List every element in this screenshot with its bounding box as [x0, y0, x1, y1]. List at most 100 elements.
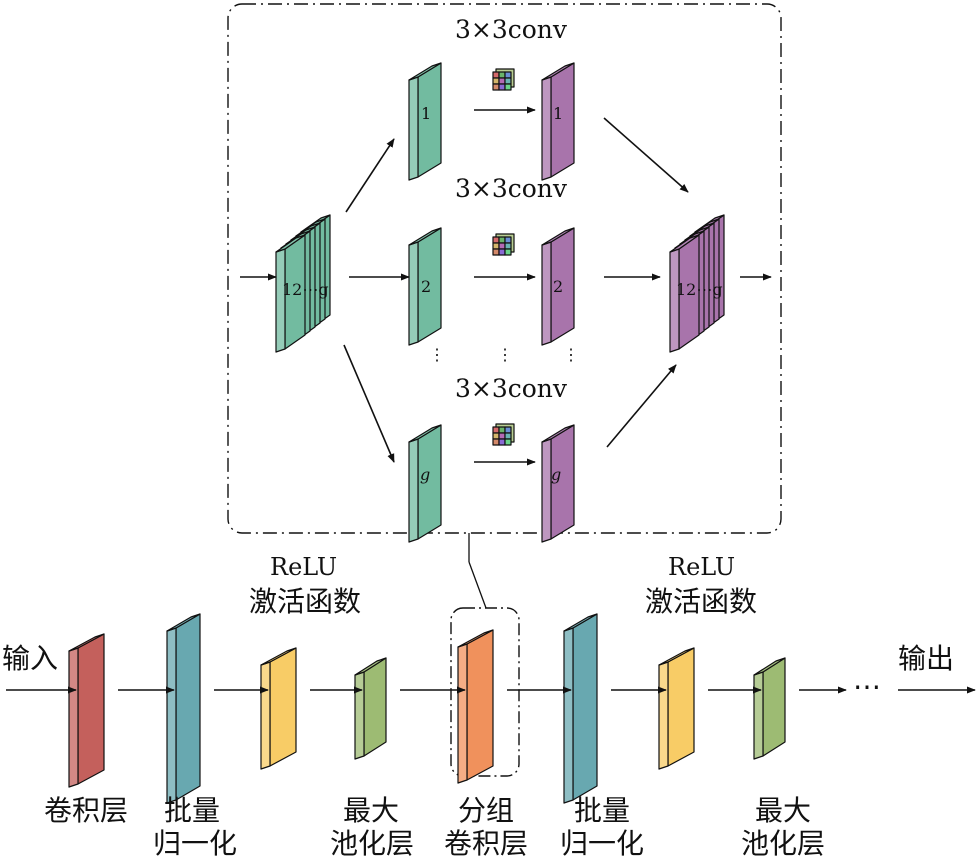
pipeline: 输入 输出 ⋯ 卷积层 批量 归一化 ReLU 激活函数 最大 池化层 — [2, 553, 976, 860]
slab-top-face — [541, 227, 575, 246]
slab-top-face — [753, 657, 786, 676]
kernel-cell — [492, 77, 500, 85]
kernel-cell — [498, 432, 506, 440]
slab-top-face — [68, 633, 105, 652]
slab-front-face — [667, 647, 695, 767]
slab-side-face — [658, 661, 669, 770]
arrow-stack-to-branch-g — [343, 344, 395, 463]
caption-relu-1-line2: 激活函数 — [249, 585, 361, 618]
kernel-cell — [492, 248, 500, 256]
slab-top-face — [408, 227, 442, 246]
slab-front-face — [77, 633, 105, 785]
slab-top-face — [541, 424, 575, 443]
output-feature-stack — [669, 214, 725, 353]
kernel-cell — [504, 77, 512, 85]
batch-norm-layer-1 — [166, 613, 201, 804]
relu-layer-2 — [658, 647, 695, 770]
slab-side-face — [541, 438, 552, 543]
kernel-cell — [504, 426, 512, 434]
slab-front-face — [363, 657, 387, 757]
branch-2-out-label: 2 — [553, 277, 563, 296]
connector-diagonal — [468, 561, 487, 609]
kernel-cell — [504, 242, 512, 250]
input-label: 输入 — [2, 642, 58, 675]
slab-top-face — [658, 647, 695, 666]
kernel-cell — [504, 432, 512, 440]
ellipsis-vertical: ⋮ — [563, 345, 579, 364]
slab-side-face — [166, 627, 177, 804]
branch-1-output-map — [541, 62, 575, 181]
arrow-branch-g-to-merge — [606, 364, 677, 448]
slab-side-face — [669, 248, 680, 353]
slab-side-face — [354, 671, 365, 760]
kernel-cell — [498, 77, 506, 85]
conv-label-3: 3×3conv — [455, 374, 568, 403]
group-conv-highlight-frame — [450, 607, 520, 777]
slab-front-face — [762, 657, 786, 757]
slab-side-face — [275, 248, 286, 353]
batch-norm-layer-2 — [563, 613, 598, 804]
kernel-3x3-icon — [492, 423, 515, 446]
slab-front-face — [572, 613, 598, 801]
slab-side-face — [408, 76, 419, 181]
slab-top-face — [260, 647, 297, 666]
slab-front-face — [175, 613, 201, 801]
slab-side-face — [753, 671, 764, 760]
branch-g-in-label: g — [420, 465, 430, 484]
kernel-cell — [504, 83, 512, 91]
arrow-branch-1-to-merge — [603, 117, 689, 193]
slab-front-face — [269, 647, 297, 767]
detail-arrows — [240, 106, 772, 466]
branch-1-out-label: 1 — [553, 104, 563, 123]
arrow-stack-to-branch-1 — [345, 138, 395, 213]
branch-g-input-map — [408, 424, 442, 543]
kernel-cell — [504, 438, 512, 446]
conv-label-1: 3×3conv — [455, 15, 568, 44]
kernel-3x3-icon — [492, 68, 515, 91]
slab-top-face — [457, 629, 494, 648]
kernel-cell — [504, 248, 512, 256]
kernel-cell — [498, 426, 506, 434]
branch-1-in-label: 1 — [421, 104, 431, 123]
caption-conv: 卷积层 — [44, 794, 128, 827]
conv-layer — [68, 633, 105, 788]
kernel-cell — [492, 83, 500, 91]
caption-pool-2-line1: 最大 — [755, 794, 811, 827]
slab-top-face — [408, 62, 442, 81]
max-pool-layer-2 — [753, 657, 786, 760]
slab-top-face — [408, 424, 442, 443]
slab-top-face — [563, 613, 598, 632]
conv-label-2: 3×3conv — [455, 174, 568, 203]
branch-2-in-label: 2 — [421, 277, 431, 296]
caption-relu-2-line1: ReLU — [668, 553, 735, 581]
group-conv-layer — [457, 629, 494, 784]
branch-g-out-label: g — [551, 465, 561, 484]
input-stack-label: 12⋯g — [282, 280, 329, 299]
caption-bn-1-line1: 批量 — [164, 794, 220, 827]
output-label: 输出 — [898, 642, 954, 675]
kernel-cell — [492, 236, 500, 244]
slab-top-face — [275, 234, 306, 253]
kernel-cell — [498, 248, 506, 256]
slab-side-face — [541, 76, 552, 181]
kernel-cell — [492, 71, 500, 79]
caption-bn-1-line2: 归一化 — [153, 827, 237, 859]
max-pool-layer-1 — [354, 657, 387, 760]
kernel-cell — [504, 71, 512, 79]
slab-side-face — [68, 647, 79, 788]
caption-pool-1-line1: 最大 — [343, 794, 399, 827]
caption-pool-1-line2: 池化层 — [330, 827, 414, 859]
branch-1-input-map — [408, 62, 442, 181]
slab-side-face — [457, 643, 468, 784]
caption-bn-2-line2: 归一化 — [560, 827, 644, 859]
caption-groupconv-line1: 分组 — [458, 794, 514, 827]
kernel-cell — [492, 432, 500, 440]
slab-top-face — [354, 657, 387, 676]
relu-layer-1 — [260, 647, 297, 770]
kernel-cell — [498, 438, 506, 446]
kernel-cell — [498, 71, 506, 79]
slab-front-face — [466, 629, 494, 781]
detail-frame — [227, 3, 782, 534]
group-conv-detail-panel: 12⋯g 1 2 g 1 2 g 3×3conv 3×3conv 3×3conv… — [227, 3, 782, 543]
caption-groupconv-line2: 卷积层 — [444, 827, 528, 859]
